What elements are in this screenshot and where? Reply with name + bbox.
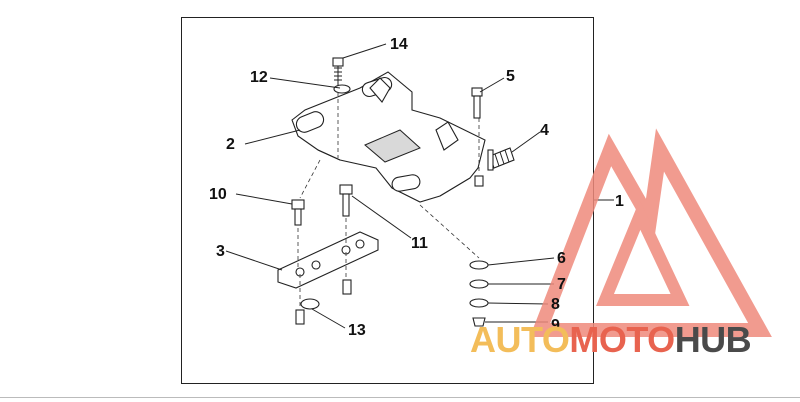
callout-14: 14 [390, 36, 408, 53]
callout-11: 11 [411, 235, 428, 252]
watermark-triangle-icon [529, 128, 772, 337]
callout-8: 8 [551, 296, 560, 313]
callout-6: 6 [557, 250, 566, 267]
nut-9 [472, 317, 486, 327]
callout-9: 9 [551, 317, 560, 334]
callout-5: 5 [506, 68, 515, 85]
lower-plate [277, 231, 379, 289]
bolt-5 [471, 87, 483, 119]
callout-7: 7 [557, 276, 566, 293]
watermark-hub: HUB [675, 319, 752, 360]
bottom-rule [0, 397, 800, 398]
callout-1: 1 [615, 193, 624, 210]
washer-12 [333, 84, 351, 94]
callout-10: 10 [209, 186, 227, 203]
watermark-auto: AUTO [470, 319, 569, 360]
watermark-moto: MOTO [569, 319, 674, 360]
callout-12: 12 [250, 69, 268, 86]
washer-7 [469, 279, 489, 289]
callout-4: 4 [540, 122, 549, 139]
watermark-text: AUTOMOTOHUB [470, 319, 751, 360]
callout-13: 13 [348, 322, 366, 339]
bolt-10 [291, 199, 305, 226]
bolt-14 [332, 57, 344, 86]
main-bracket [291, 71, 486, 203]
alignment-lines [297, 92, 480, 308]
cap-4 [489, 147, 515, 169]
bolt-11 [339, 184, 353, 217]
spacer-13 [295, 279, 352, 325]
washer-6 [469, 260, 489, 270]
washer-8 [469, 298, 489, 308]
pin-small [487, 149, 494, 171]
nut-small [474, 175, 484, 187]
callout-3: 3 [216, 243, 225, 260]
callout-2: 2 [226, 136, 235, 153]
